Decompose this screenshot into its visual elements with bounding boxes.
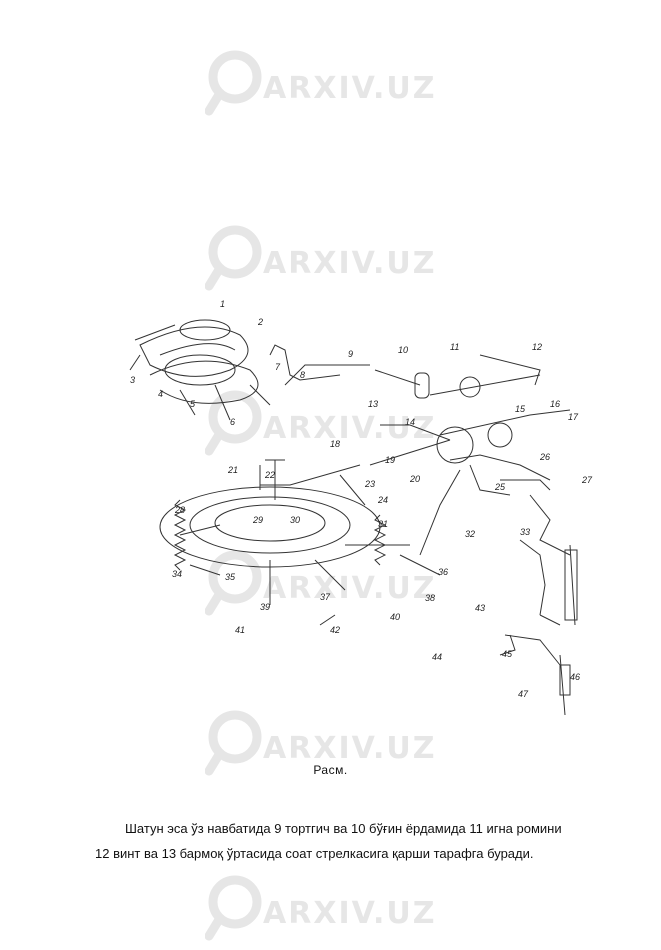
- figure-label: 4: [158, 389, 163, 399]
- figure-label: 37: [320, 592, 331, 602]
- figure-label: 14: [405, 417, 415, 427]
- magnifier-icon: [205, 50, 262, 116]
- figure-label: 24: [377, 495, 388, 505]
- mechanism-diagram: 1 2 3 4 5 6 7 8 9 10 11 12 13 14 15 16 1…: [129, 299, 593, 716]
- figure-label: 2: [257, 317, 263, 327]
- figure-label: 39: [260, 602, 270, 612]
- figure-label: 20: [409, 474, 420, 484]
- watermark: ARXIV.UZ: [205, 870, 455, 950]
- figure-label: 43: [475, 603, 485, 613]
- watermark: ARXIV.UZ: [205, 545, 455, 625]
- magnifier-icon: [205, 390, 262, 456]
- figure-label: 12: [532, 342, 542, 352]
- watermark-text: ARXIV.UZ: [263, 246, 437, 281]
- figure-label: 29: [252, 515, 263, 525]
- figure-label: 34: [172, 569, 182, 579]
- watermark: ARXIV.UZ: [205, 705, 455, 785]
- magnifier-icon: [205, 225, 262, 291]
- watermark: ARXIV.UZ: [205, 385, 455, 465]
- watermark: ARXIV.UZ: [205, 220, 455, 300]
- watermark-text: ARXIV.UZ: [263, 411, 437, 446]
- figure-label: 7: [275, 362, 281, 372]
- body-paragraph: Шатун эса ўз навбатида 9 тортгич ва 10 б…: [95, 816, 625, 866]
- figure-label: 6: [230, 417, 235, 427]
- figure-label: 17: [568, 412, 579, 422]
- figure-label: 26: [539, 452, 550, 462]
- figure-label: 44: [432, 652, 442, 662]
- figure-label: 18: [330, 439, 340, 449]
- watermark: ARXIV.UZ: [205, 45, 455, 125]
- figure-label: 36: [438, 567, 448, 577]
- magnifier-icon: [205, 875, 262, 941]
- magnifier-icon: [205, 550, 262, 616]
- figure-label: 46: [570, 672, 580, 682]
- figure-label: 13: [368, 399, 378, 409]
- figure-label: 8: [300, 370, 305, 380]
- figure-label: 45: [502, 649, 513, 659]
- figure-label: 9: [348, 349, 353, 359]
- figure-caption: Расм.: [313, 763, 348, 777]
- watermark-text: ARXIV.UZ: [263, 731, 437, 766]
- paragraph-line-2: 12 винт ва 13 бармоқ ўртасида соат стрел…: [95, 846, 534, 861]
- figure-label: 38: [425, 593, 435, 603]
- watermark-text: ARXIV.UZ: [263, 71, 437, 106]
- figure-label: 10: [398, 345, 408, 355]
- figure-label: 47: [518, 689, 529, 699]
- figure-labels: 1 2 3 4 5 6 7 8 9 10 11 12 13 14 15 16 1…: [130, 299, 593, 699]
- paragraph-line-1: Шатун эса ўз навбатида 9 тортгич ва 10 б…: [125, 821, 562, 836]
- figure-label: 41: [235, 625, 245, 635]
- figure-label: 21: [227, 465, 238, 475]
- figure-label: 25: [494, 482, 506, 492]
- figure-label: 23: [364, 479, 375, 489]
- figure-label: 15: [515, 404, 526, 414]
- figure-label: 35: [225, 572, 236, 582]
- figure-label: 31: [378, 519, 388, 529]
- figure-label: 30: [290, 515, 300, 525]
- figure-label: 40: [390, 612, 400, 622]
- figure-label: 42: [330, 625, 340, 635]
- figure-label: 1: [220, 299, 225, 309]
- figure-label: 33: [520, 527, 530, 537]
- figure-label: 11: [450, 342, 459, 352]
- watermark-text: ARXIV.UZ: [263, 571, 437, 606]
- figure-label: 28: [174, 505, 185, 515]
- figure-label: 5: [190, 399, 196, 409]
- figure-label: 3: [130, 375, 135, 385]
- watermark-text: ARXIV.UZ: [263, 896, 437, 931]
- figure-label: 22: [264, 470, 275, 480]
- figure-label: 27: [581, 475, 593, 485]
- diagram-structure: [129, 319, 578, 716]
- magnifier-icon: [205, 710, 262, 776]
- figure-label: 32: [465, 529, 475, 539]
- figure-label: 16: [550, 399, 560, 409]
- figure-label: 19: [385, 455, 395, 465]
